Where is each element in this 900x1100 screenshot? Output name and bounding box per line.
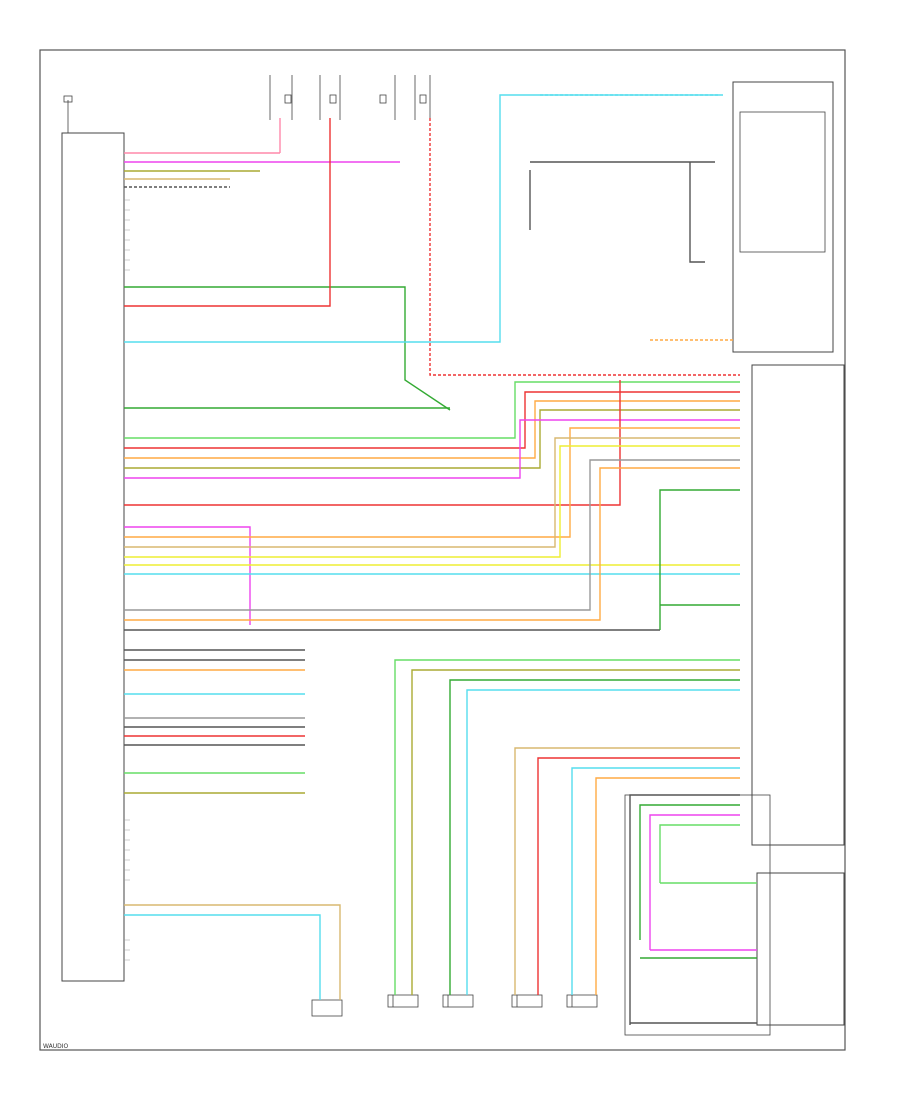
- diagram-frame: [39, 49, 846, 1051]
- wire-group-rear-control: [124, 904, 341, 1000]
- speaker-right-rear: [511, 994, 543, 1008]
- radio-module: [61, 132, 125, 982]
- footer-code: WAUDIO: [43, 1043, 68, 1050]
- wire-group-audio: [124, 649, 305, 794]
- fuse-block-area: [269, 75, 431, 120]
- switch-module: [732, 81, 834, 353]
- speaker-left-front: [442, 994, 474, 1008]
- wire-group-mid: [124, 94, 740, 631]
- speaker-left-rear: [566, 994, 598, 1008]
- subwoofer-box: [756, 872, 845, 1026]
- module-pin-ticks: [124, 199, 130, 961]
- wire-group-top-right: [529, 94, 733, 341]
- rear-audio-switch: [311, 999, 343, 1017]
- wire-group-top: [124, 118, 400, 188]
- speaker-right-front: [387, 994, 419, 1008]
- amplifier-outline: [624, 794, 771, 1036]
- amplifier-connector: [751, 364, 845, 846]
- wire-group-amp: [629, 794, 757, 1025]
- wire-group-speakers: [394, 659, 740, 995]
- switch-module-inner: [739, 111, 826, 253]
